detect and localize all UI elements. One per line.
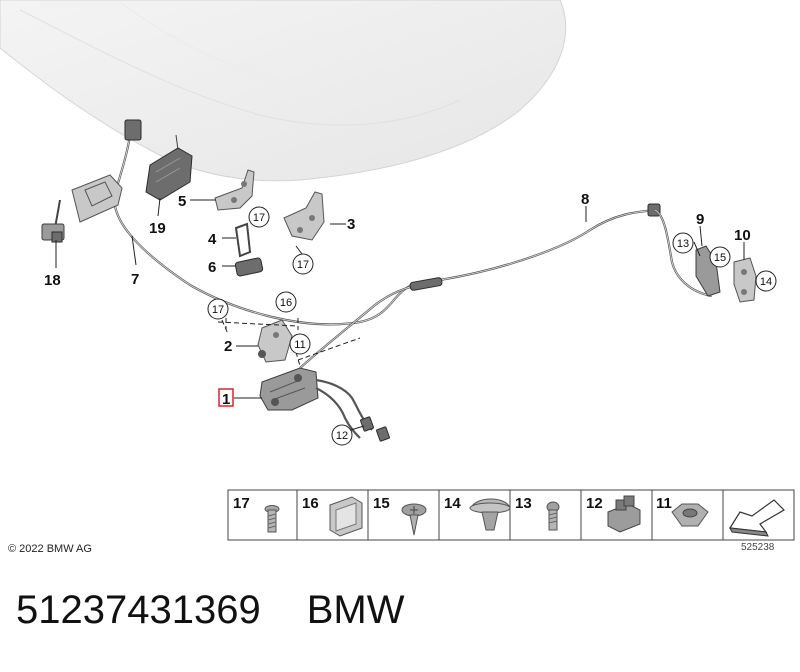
label-9: 9: [696, 211, 704, 228]
label-16: 16: [275, 291, 297, 313]
arrow-pointer-icon: [728, 499, 785, 537]
hood-outline: [0, 0, 567, 182]
label-8: 8: [581, 191, 589, 208]
drawing-number: 525238: [741, 542, 775, 553]
highlight-box-part-1: [218, 388, 234, 407]
svg-text:15: 15: [373, 495, 390, 512]
expanding-rivet-icon: [469, 498, 511, 531]
legend-item-12: 12: [586, 495, 641, 533]
part-19-sensor-box: [124, 119, 193, 201]
copyright-text: © 2022 BMW AG: [8, 543, 92, 555]
svg-text:17: 17: [253, 212, 265, 224]
label-11: 11: [289, 333, 311, 355]
label-4: 4: [208, 231, 217, 248]
clip-icon: [329, 496, 363, 537]
svg-text:14: 14: [444, 495, 461, 512]
part-10-handle-bracket: [733, 257, 757, 303]
part-number-line: 51237431369 BMW: [16, 588, 450, 633]
hex-nut-icon: [671, 503, 709, 527]
svg-text:13: 13: [677, 238, 689, 250]
label-17-c: 17: [207, 298, 229, 320]
part-5-bracket: [214, 169, 255, 211]
part-1-hood-lock: [259, 367, 373, 439]
screw-icon: [401, 503, 427, 536]
label-13: 13: [672, 232, 694, 254]
part-2-holder: [257, 319, 293, 363]
label-17-a: 17: [248, 206, 270, 228]
label-15: 15: [709, 246, 731, 268]
label-5: 5: [178, 193, 186, 210]
legend-strip: 17 16 15 14: [227, 489, 795, 541]
part-6-rubber-buffer: [234, 257, 264, 277]
part-9-release-handle: [695, 245, 721, 297]
bolt-icon: [264, 505, 280, 533]
svg-text:15: 15: [714, 252, 726, 264]
svg-text:17: 17: [233, 495, 250, 512]
label-14: 14: [755, 270, 777, 292]
legend-item-17: 17: [233, 495, 280, 533]
label-19: 19: [149, 220, 166, 237]
svg-text:11: 11: [656, 495, 672, 512]
part-4-gasket: [234, 222, 252, 258]
assembly-dashed-lines: [217, 318, 361, 367]
part-3-bracket: [283, 191, 325, 241]
svg-text:17: 17: [297, 259, 309, 271]
svg-text:16: 16: [302, 495, 319, 512]
label-2: 2: [224, 338, 232, 355]
label-17-b: 17: [292, 253, 314, 275]
legend-item-13: 13: [515, 495, 560, 531]
brand-name: BMW: [306, 588, 405, 632]
label-7: 7: [131, 271, 139, 288]
legend-item-15: 15: [373, 495, 427, 536]
svg-text:16: 16: [280, 297, 292, 309]
part-18-hood-sensor: [41, 174, 123, 243]
label-1: 1: [222, 391, 230, 408]
connector-icon: [607, 495, 641, 533]
parts-diagram: 1 2 3 4 5 6 7 8 9 10 18 19 17 17 17 16 1…: [0, 0, 795, 541]
legend-item-16: 16: [302, 495, 363, 537]
legend-item-14: 14: [444, 495, 511, 531]
label-6: 6: [208, 259, 216, 276]
svg-text:12: 12: [586, 495, 603, 512]
svg-text:14: 14: [760, 276, 772, 288]
svg-text:11: 11: [294, 339, 305, 351]
part-number: 51237431369: [16, 588, 261, 632]
label-12: 12: [331, 424, 353, 446]
cable-8: [299, 203, 713, 369]
legend-item-11: 11: [656, 495, 709, 527]
label-3: 3: [347, 216, 355, 233]
svg-text:17: 17: [212, 304, 224, 316]
svg-text:12: 12: [336, 430, 348, 442]
svg-text:13: 13: [515, 495, 532, 512]
label-10: 10: [734, 227, 751, 244]
label-18: 18: [44, 272, 61, 289]
part-12-connectors: [360, 416, 390, 442]
bolt-icon: [546, 501, 560, 531]
